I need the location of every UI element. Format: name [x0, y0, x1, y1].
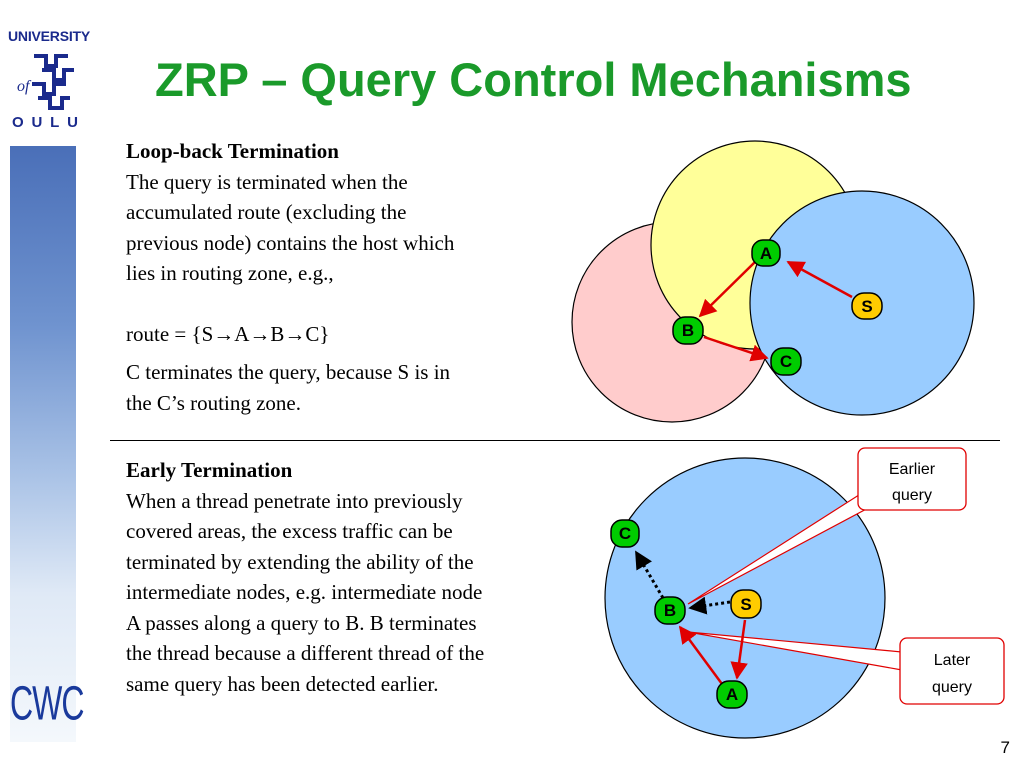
loop-back-conclusion-line: C terminates the query, because S is in: [126, 360, 451, 384]
callout-earlier-line: Earlier: [889, 461, 936, 478]
logo-oulu-text: O U L U: [8, 114, 82, 131]
dotted-arrow-s-to-b: [688, 596, 731, 615]
callout-earlier-box: [857, 447, 967, 511]
node-a: A: [716, 680, 748, 709]
page-title: ZRP – Query Control Mechanisms: [155, 53, 912, 106]
arrow-s-to-a: [730, 619, 748, 680]
loop-back-line: previous node) contains the host which: [126, 230, 455, 255]
node-b-label: B: [664, 601, 676, 620]
arrow-a-to-b: [678, 625, 724, 685]
node-s-label: S: [861, 297, 872, 316]
node-s-shape: [851, 292, 883, 320]
node-b-shape: [654, 596, 686, 625]
node-b-shape: [672, 316, 704, 345]
callout-later-line: query: [932, 679, 972, 696]
cwc-logo-text: CWC: [10, 676, 84, 730]
node-c-label: C: [619, 524, 631, 543]
node-c-shape: [610, 519, 640, 548]
early-termination-diagram: Earlier query Later query C B S A: [604, 447, 1005, 739]
callout-later-box: [899, 637, 1005, 705]
node-s-shape: [730, 589, 762, 619]
puzzle-logo-icon: [32, 54, 74, 110]
loop-back-diagram: A S B C: [571, 140, 975, 423]
loop-back-section: Loop-back Termination The query is termi…: [126, 136, 566, 418]
early-termination-heading: Early Termination: [126, 458, 293, 482]
node-a-label: A: [726, 685, 738, 704]
early-line: the thread because a different thread of…: [126, 641, 485, 665]
university-logo: UNIVERSITY of O U L U: [8, 28, 91, 132]
slide-number: 7: [1000, 738, 1010, 757]
node-a-label: A: [760, 244, 772, 263]
early-line: intermediate nodes, e.g. intermediate no…: [126, 580, 483, 604]
early-line: A passes along a query to B. B terminate…: [126, 610, 477, 635]
callout-later-line: Later: [934, 652, 971, 669]
node-a-shape: [751, 239, 781, 267]
loop-back-conclusion-line: the C’s routing zone.: [126, 390, 301, 415]
early-line: covered areas, the excess traffic can be: [126, 519, 453, 543]
node-s: S: [851, 292, 883, 320]
node-b: B: [672, 316, 704, 345]
node-s: S: [730, 589, 762, 619]
loop-back-line: The query is terminated when the: [126, 169, 408, 194]
node-c-shape: [770, 347, 802, 376]
early-line: terminated by extending the ability of t…: [126, 549, 474, 574]
early-termination-section: Early Termination When a thread penetrat…: [126, 455, 576, 699]
callout-earlier-line: query: [892, 487, 932, 504]
loop-back-line: accumulated route (excluding the: [126, 200, 407, 224]
dotted-arrow-b-to-c: [634, 550, 665, 599]
early-line: same query has been detected earlier.: [126, 671, 439, 696]
node-a: A: [751, 239, 781, 267]
section-divider: [110, 440, 1000, 441]
logo-letter: U: [67, 114, 78, 131]
loop-back-heading: Loop-back Termination: [126, 139, 339, 163]
node-c: C: [770, 347, 802, 376]
node-c: C: [610, 519, 640, 548]
logo-letter: O: [12, 114, 24, 131]
node-b: B: [654, 596, 686, 625]
arrow-b-to-c: [703, 335, 769, 362]
node-a-shape: [716, 680, 748, 709]
sidebar-gradient-bar: [10, 146, 76, 742]
route-example: route = {S→A→B→C}: [126, 321, 330, 346]
arrow-s-to-a: [786, 260, 853, 299]
node-c-label: C: [780, 352, 792, 371]
logo-of-text: of: [17, 78, 30, 95]
node-b-label: B: [682, 321, 694, 340]
early-line: When a thread penetrate into previously: [126, 488, 463, 513]
logo-letter: L: [50, 114, 60, 131]
loop-back-line: lies in routing zone, e.g.,: [126, 261, 334, 285]
node-s-label: S: [740, 595, 751, 614]
logo-letter: U: [31, 114, 43, 131]
arrow-a-to-b: [698, 261, 756, 318]
logo-university-text: UNIVERSITY: [8, 28, 91, 44]
